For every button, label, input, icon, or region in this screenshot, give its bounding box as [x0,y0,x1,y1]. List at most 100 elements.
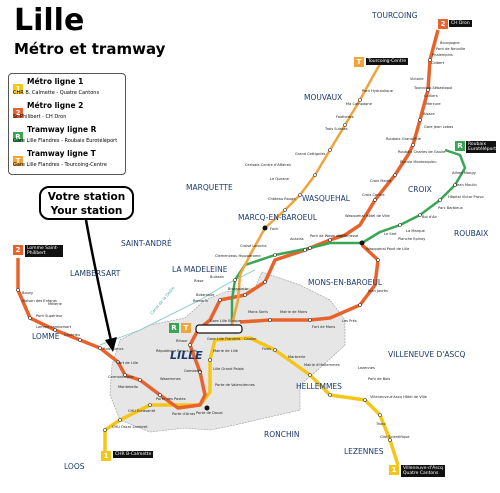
station-label: Wasquehal Pavé de Lille [366,247,410,251]
station-label: Romarin [193,299,208,303]
station-label: Pont de Wasquehal [310,234,344,238]
station-label: Château Rouge [268,197,296,201]
station-label: Fives [262,347,271,351]
station-label: CHU Oscar Lambret [112,425,148,429]
station-label: Tourcoing-Sébastopol [413,86,452,90]
tram-r-icon: R [13,131,23,142]
tram-r-icon: R [169,323,179,333]
legend-item-sub: CHR B. Calmette - Quatre Cantons [13,90,100,96]
station-label: Buisson [210,275,224,279]
metro-1-icon: 1 [13,83,23,94]
station-label: Wazemmes [160,377,181,381]
station-label: Mercure [426,102,441,106]
interchange-marker [262,225,268,231]
station-label: Gare Jean Lebas [424,125,453,129]
area-label: LEZENNES [344,447,384,456]
station-label: Port de Lille [117,361,139,365]
station-label: Pont de Neuville [436,47,466,51]
station-label: Alsace [423,112,436,116]
station-label: Roubaix-Grand-Rue [386,137,422,141]
station-label: Parc Barbieux [438,206,464,210]
callout-line-en: Your station [50,205,123,217]
metro-2-icon: 2 [13,107,23,118]
station-label: Clemenceau Hippodrome [215,254,261,258]
area-label: WASQUEHAL [302,194,351,203]
station-label: Cité Scientifique [380,435,410,439]
area-label: LA MADELEINE [172,265,228,274]
tram-t-icon: T [181,323,191,333]
lille-city-area [109,271,346,433]
station-label: Croix Mairie [370,179,392,183]
station-label: Montebello [118,385,138,389]
station-label: Rihour [176,339,188,343]
station-label: Bourgogne [440,41,460,45]
legend-item-tram-r: R Tramway ligne R Gare Lille Flandres - … [13,125,117,148]
legend-item-sub: Gare Lille Flandres - Tourcoing-Centre [13,162,107,168]
station-label: Carliers [424,94,438,98]
terminal-ch-dron: CH Dron [449,20,472,27]
area-label: TOURCOING [371,11,418,20]
station-label: Alfred Mongy [452,171,477,175]
area-label: ROUBAIX [454,229,488,238]
area-label: CROIX [408,185,432,194]
station-label: Porte des Postes [156,397,186,401]
station-label: Mairie de Lille [213,349,239,353]
canal [99,269,256,346]
area-label: MARCQ-EN-BAROEUL [238,213,318,222]
terminal-badge-icon: 2 [13,245,23,255]
legend-item-tram-t: T Tramway ligne T Gare Lille Flandres - … [13,149,107,172]
legend-item-metro-1: 1 Métro ligne 1 CHR B. Calmette - Quatre… [13,77,99,100]
station-label: Cerisaie-Centre d'Affaires [245,163,291,167]
station-label: Porte de Valenciennes [215,383,255,387]
station-label: Hôpital Victor Provo [448,195,484,199]
legend-item-name: Tramway ligne R [27,125,97,134]
station-label: Gare Lille Europe [210,319,242,323]
station-label: République Beaux-Arts [156,349,197,353]
station-label: Gambetta [184,369,202,373]
station-label: Foch [270,227,278,231]
station-label: Mons Sarts [248,310,268,314]
station-label: Marbrerie [288,355,306,359]
station-label: Canteleu [64,333,80,337]
station-label: Pont Supérieur [36,314,63,318]
station-label: Jean Moulin [455,183,477,187]
station-label: Les Prés [342,319,357,323]
station-label: Le Quesne [270,177,290,181]
station-label: Risse [194,279,204,283]
area-label: VILLENEUVE D'ASCQ [388,350,465,359]
station-label: Porte de Douai [196,411,223,415]
station-label: Lezennes [358,366,375,370]
callout-line-fr: Votre station [47,191,126,203]
station-label: Planche Epinoy [398,237,426,241]
station-label: Trois Suisses [324,127,348,131]
legend-item-name: Tramway ligne T [27,149,96,158]
station-label: Ma Campagne [346,102,373,106]
station-label: Le Sart [384,232,397,236]
terminal-badge-icon: 1 [101,451,111,461]
interchange-marker [204,405,210,411]
station-label: La Marque [406,229,426,233]
station-label: Mairie de Mons [280,310,307,314]
terminal-badge-icon: 1 [389,465,399,475]
station-label: Bourg [22,291,33,295]
station-label: Grand Cottignies [295,152,325,156]
legend-item-name: Métro ligne 2 [27,101,84,110]
station-label: Wasquehal Hôtel de Ville [345,214,390,218]
area-label: MOUVAUX [304,93,342,102]
station-label: Colbert [431,61,445,65]
legend-item-sub: Gare Lille Flandres - Roubaix Eurotélépo… [13,138,118,144]
station-label: Bol d'Air [422,215,438,219]
gare-lille-interchange [195,324,243,334]
station-label: Brossolette [228,287,249,291]
terminal-lomme-st-philibert: Lomme Saint-Philibert [25,245,63,257]
station-label: Porte d'Arras [172,412,195,416]
area-label: SAINT-ANDRÉ [121,239,172,248]
terminal-tourcoing-centre: Tourcoing-Centre [366,58,409,65]
station-label: Jean Jaurès [367,289,388,293]
station-label: Pont de Bois [368,377,390,381]
station-label: Lomme Lambersart [36,325,72,329]
canal-label: Canal de la Deûle [149,285,176,316]
area-label-lille: LILLE [170,349,203,362]
station-label: Villeneuve-d'Ascq Hôtel de Ville [370,395,428,399]
